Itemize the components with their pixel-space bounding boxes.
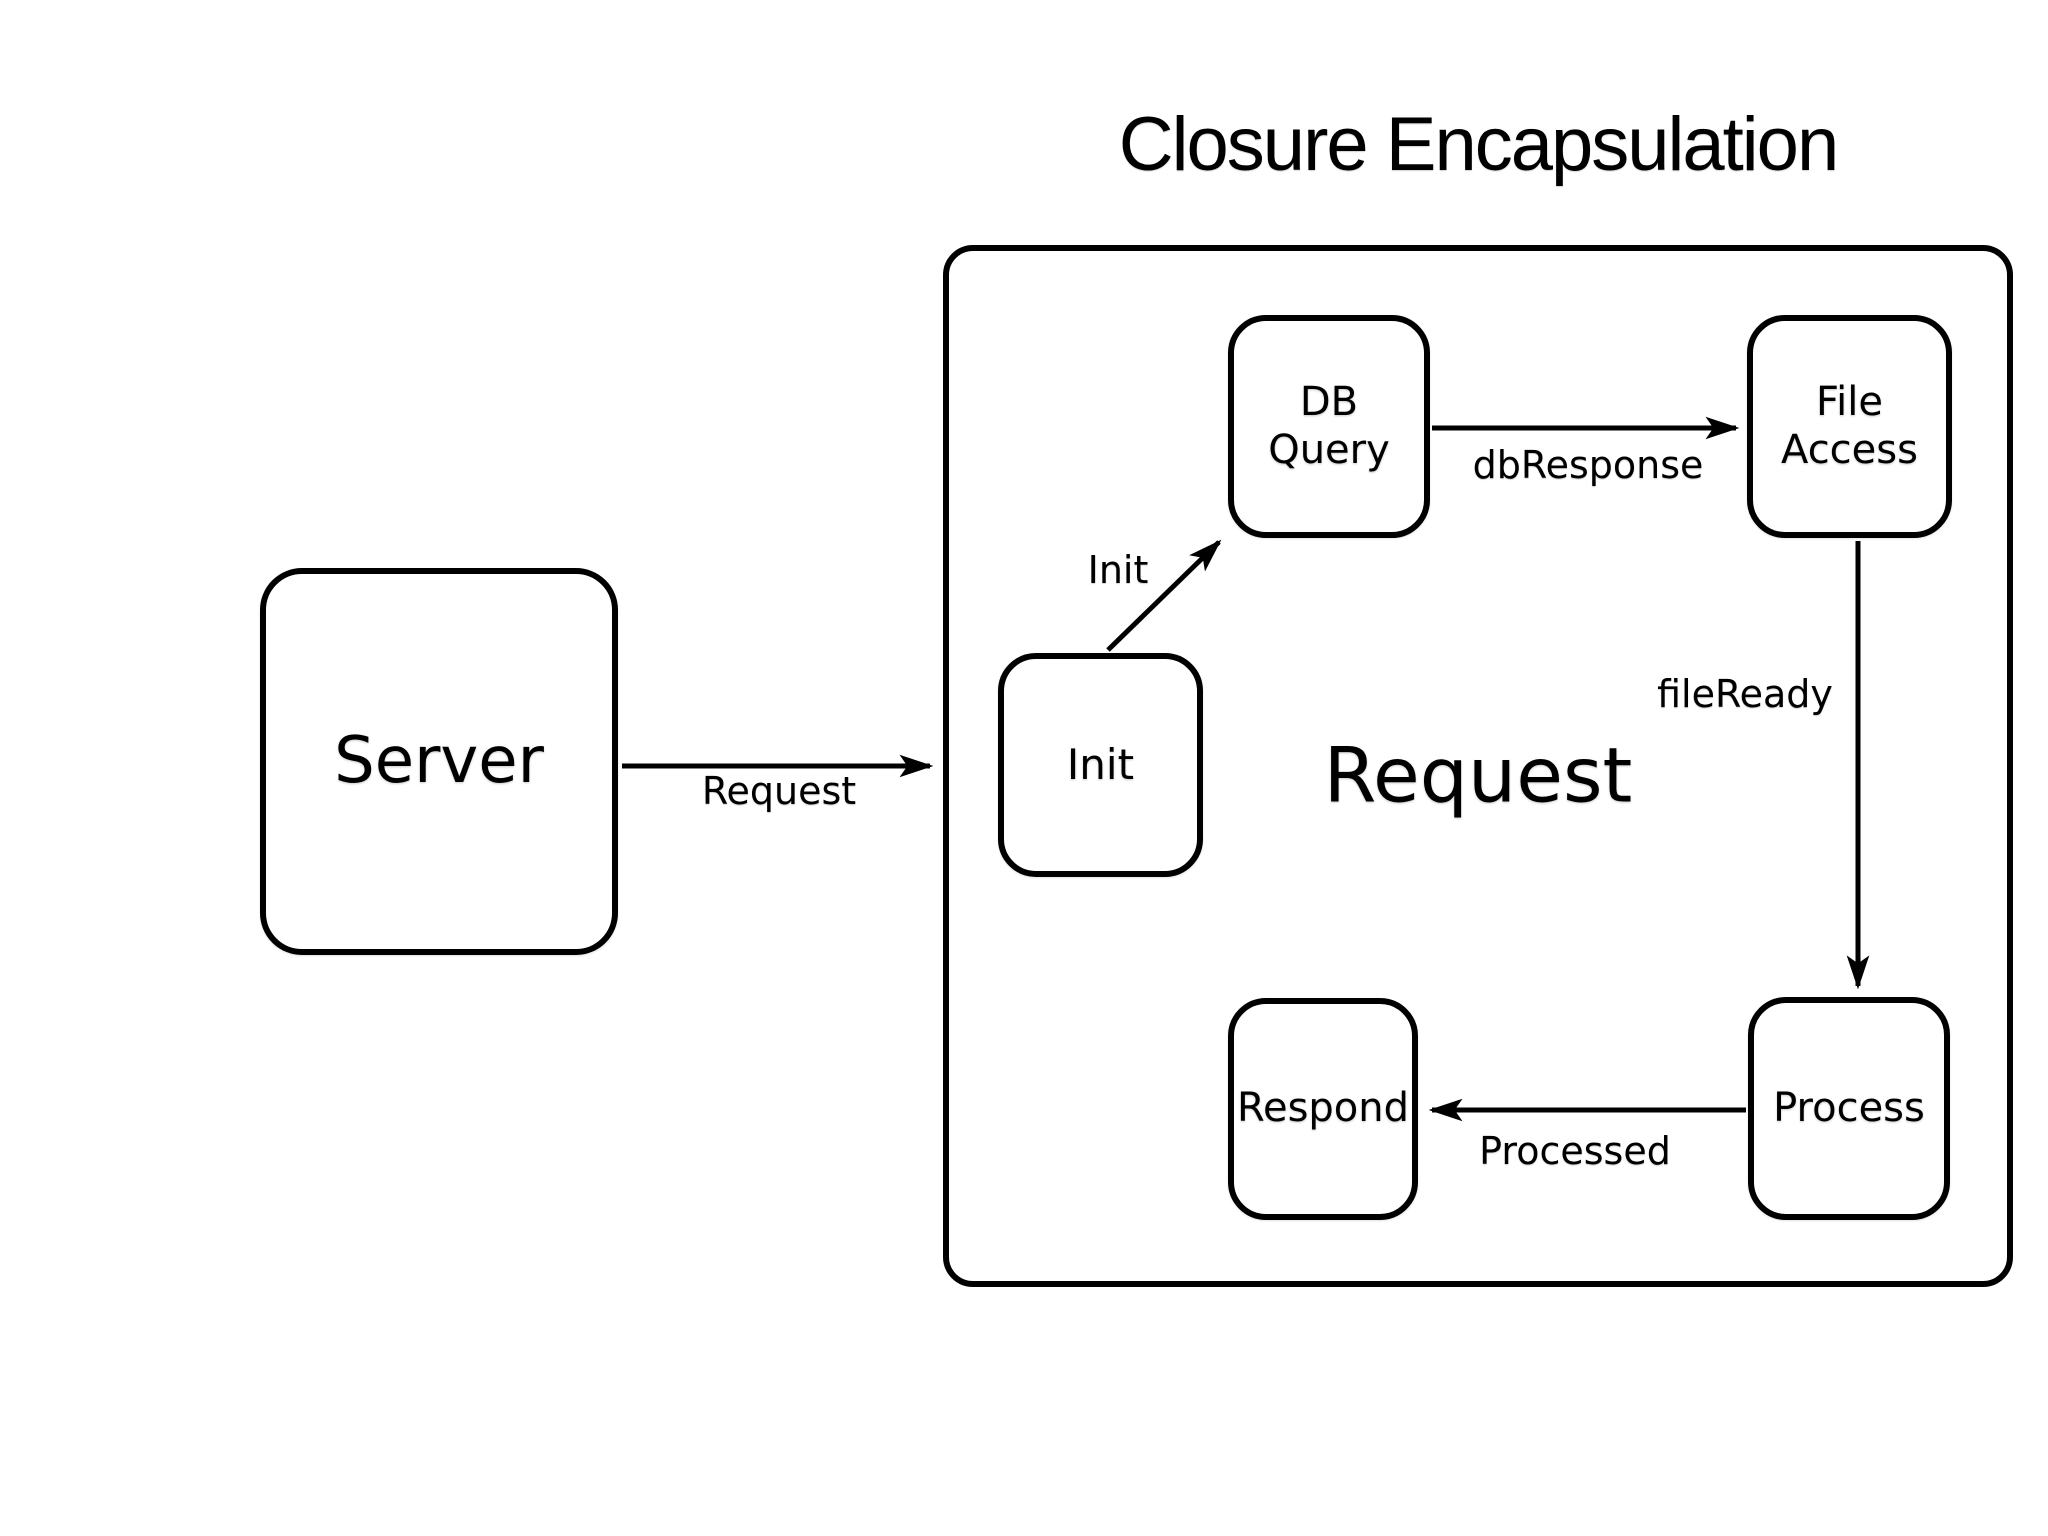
respond-node: Respond (1228, 998, 1418, 1220)
edge-dbresponse-label: dbResponse (1472, 443, 1704, 487)
server-node: Server (260, 568, 618, 955)
db-query-label-line1: DB (1299, 379, 1359, 426)
server-node-label: Server (334, 723, 544, 798)
edge-fileready-label: fileReady (1657, 672, 1833, 716)
edge-processed-label: Processed (1479, 1129, 1671, 1173)
respond-node-label: Respond (1236, 1085, 1410, 1132)
edge-request-label: Request (701, 769, 857, 813)
diagram-title: Closure Encapsulation (1118, 102, 1839, 187)
process-node: Process (1748, 997, 1950, 1220)
edge-init-label: Init (1087, 548, 1149, 592)
file-access-label-line1: File (1816, 379, 1883, 426)
db-query-node: DB Query (1228, 315, 1430, 538)
file-access-node: File Access (1747, 315, 1952, 538)
process-node-label: Process (1773, 1084, 1925, 1131)
db-query-label-line2: Query (1268, 426, 1390, 473)
init-node-label: Init (1066, 740, 1135, 790)
init-node: Init (998, 653, 1203, 877)
file-access-label-line2: Access (1781, 426, 1918, 473)
file-access-node-label: File Access (1781, 379, 1918, 473)
db-query-node-label: DB Query (1268, 379, 1390, 473)
request-group-label: Request (1323, 730, 1633, 820)
